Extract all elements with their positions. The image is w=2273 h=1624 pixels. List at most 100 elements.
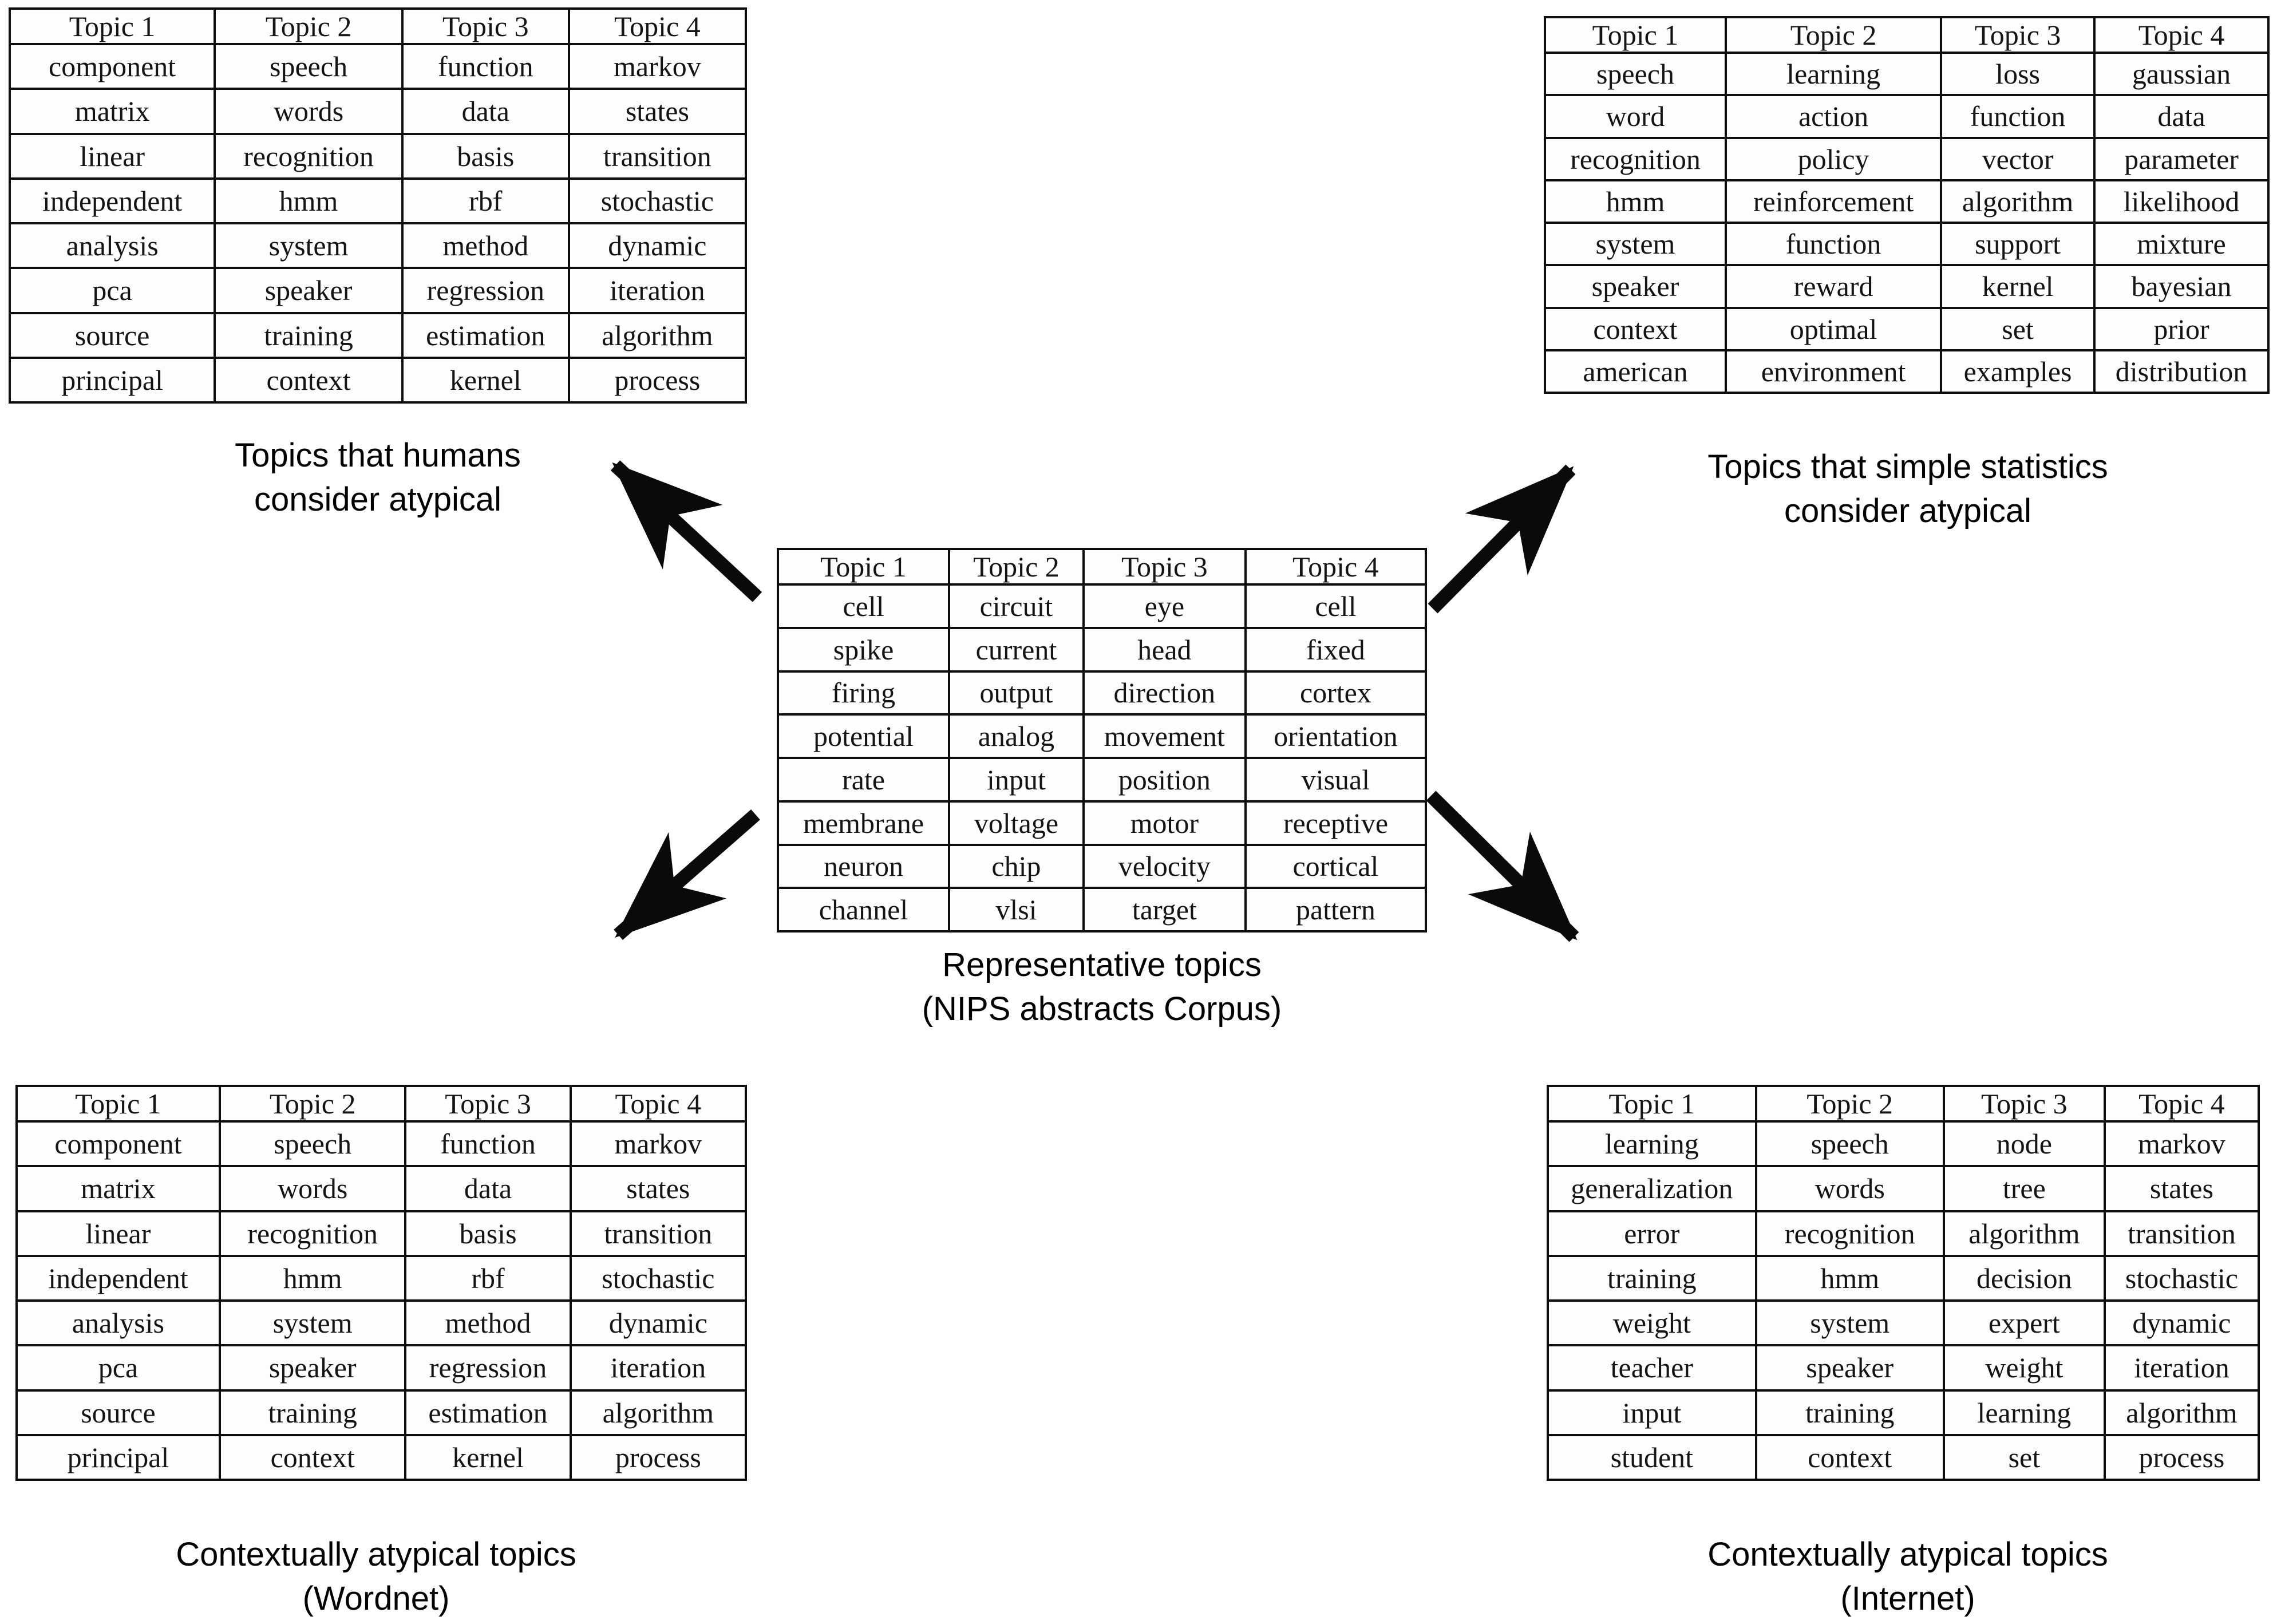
word-cell: algorithm bbox=[569, 1389, 748, 1436]
arrow-to-bottom-left bbox=[614, 809, 760, 941]
arrow-to-bottom-right bbox=[1426, 791, 1579, 942]
word-cell: matrix bbox=[15, 1165, 221, 1212]
topic-header-cell: Topic 1 bbox=[1544, 16, 1727, 54]
word-cell: node bbox=[1942, 1120, 2106, 1168]
word-cell: fixed bbox=[1244, 626, 1428, 673]
topic-header-cell: Topic 3 bbox=[1940, 16, 2096, 54]
word-cell: visual bbox=[1244, 757, 1428, 803]
word-cell: data bbox=[2093, 94, 2270, 139]
word-cell: neuron bbox=[776, 843, 951, 890]
word-cell: kernel bbox=[401, 356, 570, 404]
word-cell: head bbox=[1082, 626, 1247, 673]
topic-header-cell: Topic 4 bbox=[567, 7, 748, 45]
word-cell: training bbox=[214, 311, 404, 359]
word-cell: component bbox=[15, 1120, 221, 1168]
word-cell: target bbox=[1082, 887, 1247, 932]
word-cell: weight bbox=[1547, 1299, 1757, 1347]
caption-line: consider atypical bbox=[254, 480, 501, 518]
word-cell: markov bbox=[2103, 1120, 2260, 1168]
word-cell: output bbox=[948, 670, 1085, 716]
topic-header-cell: Topic 4 bbox=[2093, 16, 2270, 54]
word-cell: speaker bbox=[1754, 1344, 1945, 1392]
word-cell: iteration bbox=[567, 267, 748, 314]
word-cell: distribution bbox=[2093, 349, 2270, 394]
word-cell: function bbox=[404, 1120, 572, 1168]
word-cell: basis bbox=[401, 132, 570, 180]
word-cell: rbf bbox=[404, 1254, 572, 1302]
word-cell: hmm bbox=[218, 1254, 407, 1302]
word-cell: environment bbox=[1724, 349, 1943, 394]
word-cell: parameter bbox=[2093, 136, 2270, 181]
topic-header-cell: Topic 2 bbox=[1724, 16, 1943, 54]
word-cell: analog bbox=[948, 713, 1085, 759]
word-cell: mixture bbox=[2093, 221, 2270, 267]
word-cell: kernel bbox=[1940, 264, 2096, 309]
word-cell: bayesian bbox=[2093, 264, 2270, 309]
word-cell: set bbox=[1940, 306, 2096, 351]
word-cell: hmm bbox=[214, 177, 404, 225]
word-cell: context bbox=[1544, 306, 1727, 351]
word-cell: support bbox=[1940, 221, 2096, 267]
arrow-to-top-right bbox=[1428, 464, 1576, 614]
topic-header-cell: Topic 3 bbox=[404, 1085, 572, 1123]
word-cell: states bbox=[569, 1165, 748, 1212]
caption-wordnet-atypical: Contextually atypical topics (Wordnet) bbox=[90, 1533, 662, 1621]
word-cell: system bbox=[1754, 1299, 1945, 1347]
word-cell: algorithm bbox=[2103, 1389, 2260, 1436]
word-cell: channel bbox=[776, 887, 951, 932]
word-cell: potential bbox=[776, 713, 951, 759]
topic-header-cell: Topic 2 bbox=[948, 548, 1085, 586]
word-cell: prior bbox=[2093, 306, 2270, 351]
word-cell: process bbox=[2103, 1433, 2260, 1481]
word-cell: learning bbox=[1547, 1120, 1757, 1168]
caption-line: (Wordnet) bbox=[302, 1579, 450, 1617]
word-cell: context bbox=[218, 1433, 407, 1481]
word-cell: position bbox=[1082, 757, 1247, 803]
word-cell: spike bbox=[776, 626, 951, 673]
word-cell: teacher bbox=[1547, 1344, 1757, 1392]
word-cell: function bbox=[1724, 221, 1943, 267]
topic-header-cell: Topic 2 bbox=[1754, 1085, 1945, 1123]
word-cell: set bbox=[1942, 1433, 2106, 1481]
word-cell: recognition bbox=[214, 132, 404, 180]
topic-header-cell: Topic 3 bbox=[1942, 1085, 2106, 1123]
word-cell: data bbox=[401, 88, 570, 135]
word-cell: matrix bbox=[8, 88, 216, 135]
word-cell: speech bbox=[1754, 1120, 1945, 1168]
word-cell: pca bbox=[15, 1344, 221, 1392]
word-cell: input bbox=[1547, 1389, 1757, 1436]
word-cell: american bbox=[1544, 349, 1727, 394]
word-cell: component bbox=[8, 42, 216, 90]
word-cell: rbf bbox=[401, 177, 570, 225]
word-cell: method bbox=[404, 1299, 572, 1347]
word-cell: optimal bbox=[1724, 306, 1943, 351]
word-cell: dynamic bbox=[2103, 1299, 2260, 1347]
topic-header-cell: Topic 2 bbox=[218, 1085, 407, 1123]
word-cell: likelihood bbox=[2093, 179, 2270, 224]
caption-line: Contextually atypical topics bbox=[1707, 1536, 2108, 1573]
word-cell: algorithm bbox=[567, 311, 748, 359]
word-cell: algorithm bbox=[1940, 179, 2096, 224]
topic-header-cell: Topic 4 bbox=[2103, 1085, 2260, 1123]
word-cell: learning bbox=[1724, 51, 1943, 97]
word-cell: rate bbox=[776, 757, 951, 803]
